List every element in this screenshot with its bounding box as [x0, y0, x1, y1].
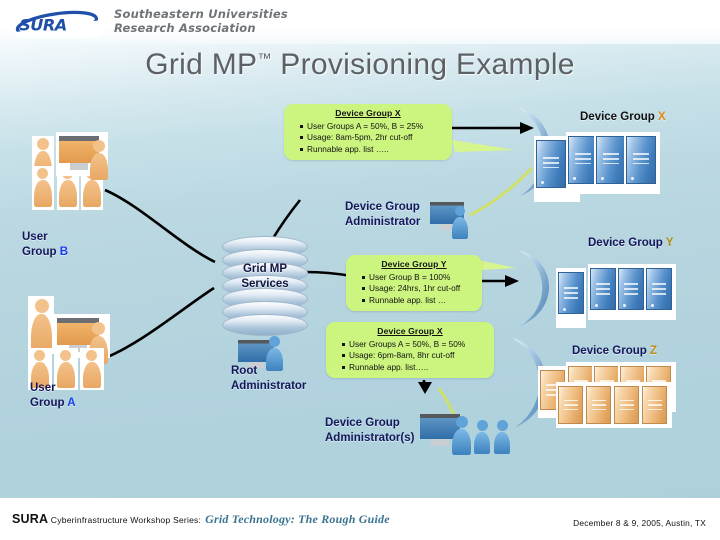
person-icon — [82, 350, 102, 388]
label-line-2: Administrator — [231, 379, 307, 392]
callout-header: Device Group X — [335, 108, 401, 118]
label-accent: Y — [665, 237, 674, 249]
label-prefix: Group — [22, 245, 60, 258]
callout-header: Device Group Y — [381, 259, 447, 269]
admin-person-icon — [474, 420, 491, 454]
label-line-1: Root — [231, 365, 258, 377]
label-line-2: Group A — [30, 396, 76, 411]
admin-person-icon — [494, 420, 511, 454]
label-prefix: Device Group — [588, 237, 666, 249]
user-group-b-label: User Group B — [22, 230, 68, 259]
person-icon — [30, 350, 50, 388]
callout-bullet-list: User Groups A = 50%, B = 25% Usage: 8am-… — [292, 121, 444, 156]
callout-bullet: Runnable app. list….. — [342, 362, 486, 374]
label-prefix: Group — [30, 396, 68, 409]
label-accent: X — [657, 111, 666, 123]
person-icon — [56, 350, 76, 388]
grid-mp-services-cylinder — [222, 236, 308, 336]
server-icon — [596, 136, 626, 184]
footer-left: SURA Cyberinfrastructure Workshop Series… — [12, 510, 390, 528]
device-group-y-label: Device Group Y — [588, 236, 673, 251]
device-group-z-label: Device Group Z — [572, 344, 657, 359]
footer-series: Cyberinfrastructure Workshop Series: — [48, 515, 202, 525]
callout-bullet: User Groups A = 50%, B = 50% — [342, 339, 486, 351]
sura-logo-text: Southeastern Universities Research Assoc… — [114, 7, 314, 35]
grid-mp-services-label: Grid MP Services — [232, 262, 298, 291]
footer-talk-title: Grid Technology: The Rough Guide — [205, 512, 390, 526]
title-before: Grid MP — [145, 48, 258, 81]
device-group-x-label: Device Group X — [580, 110, 666, 125]
admin-person-icon — [452, 206, 469, 239]
callout-device-group-x-top: Device Group X User Groups A = 50%, B = … — [284, 104, 452, 161]
callout-bullet: Runnable app. list … — [362, 295, 474, 307]
callout-bullet: Usage: 6pm-8am, 8hr cut-off — [342, 350, 486, 362]
callout-bullet: Usage: 8am-5pm, 2hr cut-off — [300, 132, 444, 144]
trademark-symbol: ™ — [257, 50, 272, 66]
callout-bullet: User Group B = 100% — [362, 272, 474, 284]
callout-device-group-y: Device Group Y User Group B = 100% Usage… — [346, 255, 482, 312]
root-admin-monitor-icon — [238, 340, 274, 368]
label-line-1: User — [30, 382, 56, 394]
root-admin-person-icon — [266, 336, 284, 371]
server-icon — [646, 268, 672, 310]
user-group-a-label: User Group A — [30, 381, 76, 410]
server-icon — [642, 386, 667, 424]
callout-device-group-x-bottom: Device Group X User Groups A = 50%, B = … — [326, 322, 494, 379]
footer-sura: SURA — [12, 512, 49, 526]
label-line-1: Device Group — [325, 417, 400, 429]
label-line-1: User — [22, 231, 48, 243]
server-icon — [626, 136, 656, 184]
callout-bullet-list: User Groups A = 50%, B = 50% Usage: 6pm-… — [334, 339, 486, 374]
server-icon — [568, 136, 598, 184]
person-icon — [30, 299, 53, 352]
callout-bullet: Usage: 24hrs, 1hr cut-off — [362, 283, 474, 295]
label-line-2: Services — [241, 277, 289, 290]
device-group-administrator-label: Device Group Administrator — [345, 200, 420, 229]
label-line-2: Administrator — [345, 215, 421, 228]
label-line-2: Administrator(s) — [325, 431, 415, 444]
bottom-white-band — [0, 498, 720, 540]
callout-bullet-list: User Group B = 100% Usage: 24hrs, 1hr cu… — [354, 272, 474, 307]
server-icon — [558, 272, 584, 314]
admin-person-icon — [452, 416, 472, 455]
label-prefix: Device Group — [580, 111, 658, 123]
label-line-1: Device Group — [345, 201, 420, 213]
logo-name-line1: Southeastern Universities — [114, 7, 288, 21]
footer-date-place: December 8 & 9, 2005, Austin, TX — [573, 518, 706, 528]
root-administrator-label: Root Administrator — [231, 364, 306, 393]
person-icon — [33, 168, 53, 208]
label-accent: B — [59, 245, 69, 258]
label-line-1: Grid MP — [242, 263, 288, 275]
top-white-band — [0, 0, 720, 44]
page-title: Grid MP™ Provisioning Example — [0, 48, 720, 82]
callout-bullet: User Groups A = 50%, B = 25% — [300, 121, 444, 133]
person-icon — [89, 140, 109, 180]
label-prefix: Device Group — [572, 345, 650, 357]
label-line-2: Group B — [22, 245, 68, 260]
title-after: Provisioning Example — [271, 48, 575, 81]
footer: SURA Cyberinfrastructure Workshop Series… — [0, 498, 720, 540]
sura-logo-mark: SURA — [15, 10, 102, 38]
label-accent: A — [67, 396, 76, 409]
admins-monitor-icon — [420, 414, 460, 446]
server-icon — [618, 268, 644, 310]
server-icon — [590, 268, 616, 310]
callout-bullet: Runnable app. list ….. — [300, 144, 444, 156]
device-group-administrators-label: Device Group Administrator(s) — [325, 416, 414, 445]
sura-logo: SURA Southeastern Universities Research … — [14, 6, 304, 42]
logo-name-line2: Research Association — [114, 20, 256, 35]
callout-header: Device Group X — [377, 326, 443, 336]
label-accent: Z — [649, 345, 657, 357]
server-icon — [558, 386, 583, 424]
server-icon — [614, 386, 639, 424]
svg-text:SURA: SURA — [19, 15, 67, 34]
server-icon — [586, 386, 611, 424]
server-icon — [536, 140, 566, 188]
